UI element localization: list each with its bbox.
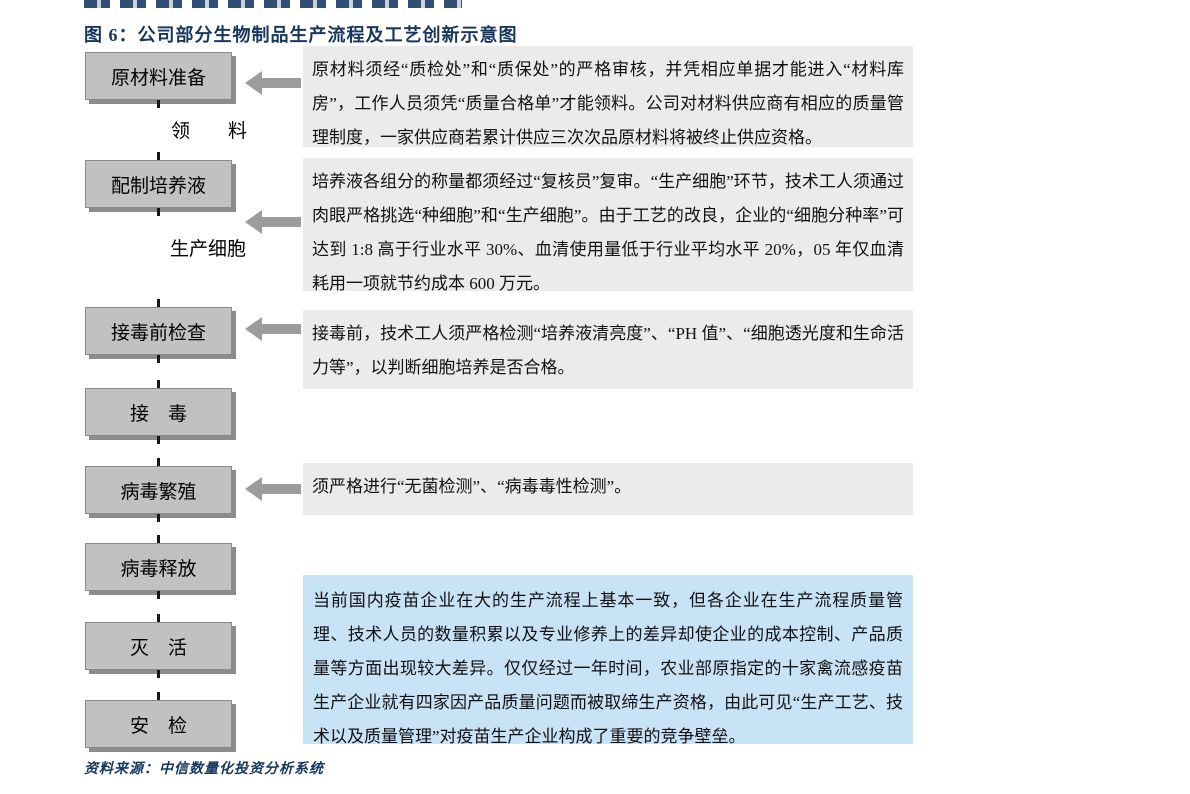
note-pre-inoculation: 接毒前，技术工人须严格检测“培养液清亮度”、“PH 值”、“细胞透光度和生命活力… — [303, 310, 913, 389]
cropped-heading-fragment — [84, 0, 462, 8]
arrow-head — [245, 477, 262, 501]
step-label: 灭 活 — [129, 637, 187, 659]
note-culture-medium: 培养液各组分的称量都须经过“复核员”复审。“生产细胞”环节，技术工人须通过肉眼严… — [303, 158, 913, 293]
left-arrow-icon — [245, 317, 301, 341]
sublabel-text: 生产细胞 — [170, 239, 247, 260]
step-inoculation: 接 毒 — [85, 388, 232, 436]
sublabel-production-cells: 生产细胞 — [166, 232, 278, 263]
step-raw-material-prep: 原材料准备 — [85, 52, 232, 100]
step-inactivation: 灭 活 — [85, 622, 232, 670]
step-pre-inoculation-check: 接毒前检查 — [85, 307, 232, 355]
connector-stub — [157, 670, 160, 678]
arrow-shaft — [261, 78, 301, 88]
step-label: 病毒繁殖 — [120, 481, 197, 503]
connector-stub — [157, 355, 160, 363]
step-safety-check: 安 检 — [85, 700, 232, 748]
step-virus-release: 病毒释放 — [85, 543, 232, 591]
connector-stub — [157, 152, 160, 160]
source-caption: 资料来源：中信数量化投资分析系统 — [84, 762, 324, 777]
arrow-shaft — [261, 324, 301, 334]
arrow-head — [245, 317, 262, 341]
step-label: 病毒释放 — [120, 558, 197, 580]
connector-stub — [157, 208, 160, 216]
arrow-head — [245, 71, 262, 95]
step-label: 配制培养液 — [110, 175, 206, 197]
step-virus-propagation: 病毒繁殖 — [85, 466, 232, 514]
sublabel-text: 领 料 — [170, 120, 247, 142]
figure-title: 图 6：公司部分生物制品生产流程及工艺创新示意图 — [84, 25, 518, 45]
step-culture-medium: 配制培养液 — [85, 160, 232, 208]
step-label: 接 毒 — [129, 403, 187, 425]
arrow-shaft — [261, 484, 301, 494]
arrow-head — [245, 210, 262, 234]
connector-stub — [157, 458, 160, 466]
sublabel-material-pickup: 领 料 — [170, 110, 248, 148]
connector-stub — [157, 299, 160, 307]
connector-stub — [157, 380, 160, 388]
connector-stub — [157, 614, 160, 622]
arrow-shaft — [261, 217, 301, 227]
step-label: 安 检 — [129, 715, 187, 737]
note-virus-propagation: 须严格进行“无菌检测”、“病毒毒性检测”。 — [303, 463, 913, 515]
connector-stub — [157, 692, 160, 700]
connector-stub — [157, 591, 160, 599]
left-arrow-icon — [245, 210, 301, 234]
note-raw-material: 原材料须经“质检处”和“质保处”的严格审核，并凭相应单据才能进入“材料库房”，工… — [303, 46, 913, 147]
step-label: 接毒前检查 — [110, 322, 206, 344]
connector-stub — [157, 100, 160, 108]
highlight-commentary: 当前国内疫苗企业在大的生产流程上基本一致，但各企业在生产流程质量管理、技术人员的… — [303, 575, 913, 746]
left-arrow-icon — [245, 71, 301, 95]
connector-stub — [157, 535, 160, 543]
connector-stub — [157, 514, 160, 522]
connector-stub — [157, 436, 160, 444]
step-label: 原材料准备 — [110, 67, 206, 89]
left-arrow-icon — [245, 477, 301, 501]
